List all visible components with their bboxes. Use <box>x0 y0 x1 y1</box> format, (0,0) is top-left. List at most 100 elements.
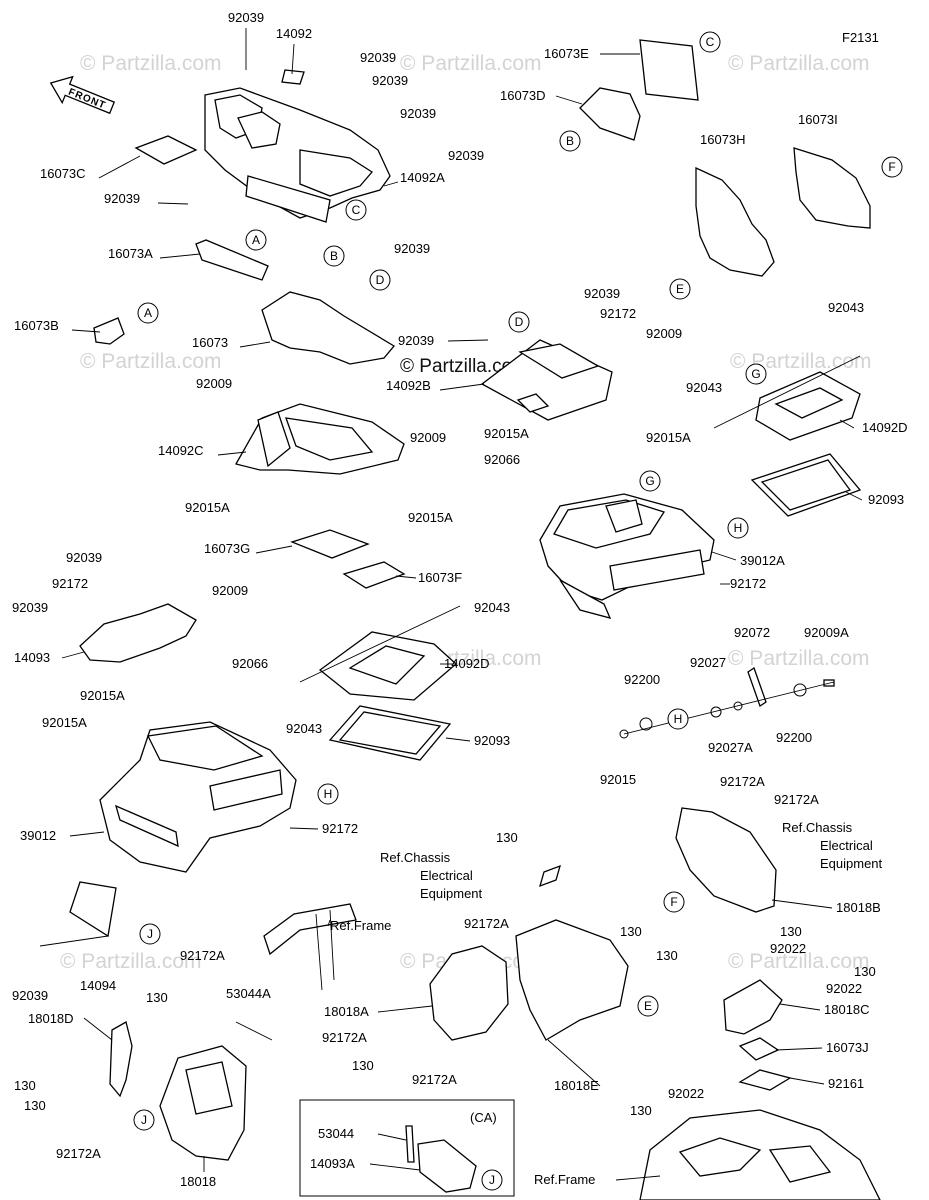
part-label: 53044 <box>318 1126 354 1141</box>
part-label: 18018E <box>554 1078 599 1093</box>
callout-bubble: H <box>667 708 689 730</box>
part-label: 18018C <box>824 1002 870 1017</box>
part-label: 92015A <box>185 500 230 515</box>
part-label: 92039 <box>584 286 620 301</box>
labels-layer: 92039 14092 92039 92039 92039 92039 14092A 1607… <box>12 10 908 1189</box>
part-label: 92022 <box>826 981 862 996</box>
part-label: 53044A <box>226 986 271 1001</box>
callout-circle <box>323 245 345 267</box>
storage-box-39012A <box>539 493 715 619</box>
front-arrow: FRONT <box>49 75 116 115</box>
part-label: 92043 <box>474 600 510 615</box>
callout-circle <box>667 708 689 730</box>
pad-16073G <box>290 529 370 559</box>
watermark: © Partzilla.com <box>728 52 870 75</box>
part-label: 92039 <box>400 106 436 121</box>
part-label: 14092A <box>400 170 445 185</box>
part-label: 92172 <box>600 306 636 321</box>
part-label: 92172A <box>56 1146 101 1161</box>
callout-circle <box>639 470 661 492</box>
callout-bubble: E <box>669 278 691 300</box>
center-watermark: © Partzilla.com <box>400 356 528 377</box>
ca-box <box>299 1099 515 1197</box>
callout-circle <box>745 363 767 385</box>
part-label: 92172A <box>774 792 819 807</box>
callout-bubble: J <box>133 1109 155 1131</box>
callout-letter: E <box>644 999 652 1013</box>
cover-18018D <box>109 1021 133 1098</box>
callout-letter: A <box>252 233 260 247</box>
part-label: 130 <box>146 990 168 1005</box>
part-label: Ref.Chassis <box>380 850 451 865</box>
pad-16073B <box>93 317 125 345</box>
part-label: 92015 <box>600 772 636 787</box>
part-label: 14094 <box>80 978 116 993</box>
callout-bubble: B <box>323 245 345 267</box>
callout-bubble: B <box>559 130 581 152</box>
part-label: 130 <box>620 924 642 939</box>
part-label: 92039 <box>372 73 408 88</box>
watermark: © Partzilla.com <box>728 647 870 670</box>
part-label: 92039 <box>66 550 102 565</box>
part-label: 92027A <box>708 740 753 755</box>
callout-circle <box>133 1109 155 1131</box>
callout-bubble: G <box>639 470 661 492</box>
part-label: Ref.Frame <box>330 918 391 933</box>
part-label: 92093 <box>474 733 510 748</box>
part-label: 14092D <box>444 656 490 671</box>
watermark: © Partzilla.com <box>60 950 202 973</box>
part-label: 92009 <box>196 376 232 391</box>
part-label: 92066 <box>232 656 268 671</box>
part-label: 39012A <box>740 553 785 568</box>
watermark: © Partzilla.com <box>728 950 870 973</box>
callout-circle <box>139 923 161 945</box>
part-label: 16073 <box>192 335 228 350</box>
part-label: 14092D <box>862 420 908 435</box>
part-label: 18018A <box>324 1004 369 1019</box>
ca-box-label: (CA) <box>470 1110 497 1125</box>
part-label: 14092 <box>276 26 312 41</box>
part-label: 16073E <box>544 46 589 61</box>
callout-circle <box>727 517 749 539</box>
callout-circle <box>245 229 267 251</box>
callout-circle <box>881 156 903 178</box>
callout-letter: G <box>751 367 760 381</box>
pad-16073A <box>195 239 269 281</box>
part-label: 92022 <box>770 941 806 956</box>
callout-letter: H <box>324 787 333 801</box>
part-label: 92039 <box>228 10 264 25</box>
part-label: 92015A <box>646 430 691 445</box>
part-label: 130 <box>630 1103 652 1118</box>
part-label: 14093A <box>310 1156 355 1171</box>
part-label: 16073A <box>108 246 153 261</box>
part-label: 92039 <box>360 50 396 65</box>
callout-letter: H <box>734 521 743 535</box>
part-label: Ref.Chassis <box>782 820 853 835</box>
callout-bubble: D <box>369 269 391 291</box>
part-label: 92072 <box>734 625 770 640</box>
callout-bubble: G <box>745 363 767 385</box>
part-label: 92043 <box>286 721 322 736</box>
panel-18018E <box>515 919 629 1041</box>
callout-bubble: F <box>881 156 903 178</box>
cover-18018A <box>429 945 509 1041</box>
part-label: 92172A <box>412 1072 457 1087</box>
part-label: F2131 <box>842 30 879 45</box>
callout-letter: C <box>352 203 361 217</box>
part-label: 92172 <box>730 576 766 591</box>
callout-circle <box>137 302 159 324</box>
watermark: © Partzilla.com <box>730 350 872 373</box>
callout-letter: E <box>676 282 684 296</box>
part-label: 92009 <box>646 326 682 341</box>
callout-letter: G <box>645 474 654 488</box>
part-label: Electrical <box>820 838 873 853</box>
callout-circle <box>669 278 691 300</box>
strip-53044 <box>405 1125 415 1163</box>
callout-bubble: J <box>139 923 161 945</box>
part-label: 130 <box>854 964 876 979</box>
part-label: 92093 <box>868 492 904 507</box>
part-label: 92043 <box>686 380 722 395</box>
bracket-14093A <box>417 1139 477 1193</box>
